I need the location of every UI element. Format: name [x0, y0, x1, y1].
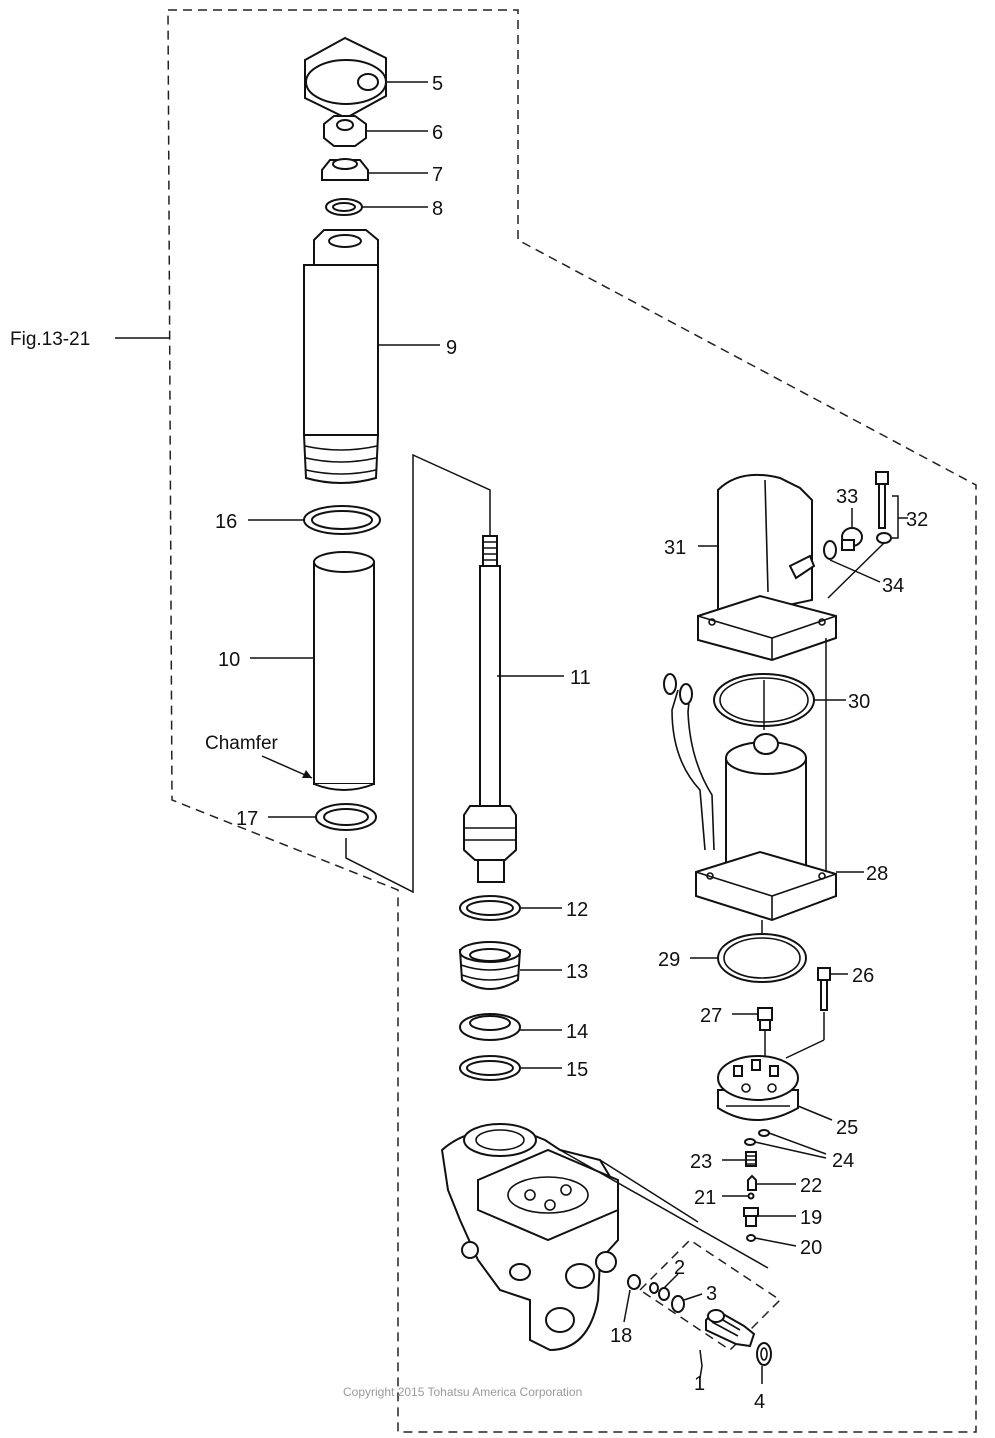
- figure-reference-label: Fig.13-21: [10, 329, 90, 350]
- manifold-body: [440, 1123, 619, 1352]
- part-1-valve-assembly: [705, 1308, 756, 1348]
- chamfer-arrow: [302, 770, 312, 778]
- callout-4: 4: [754, 1391, 765, 1413]
- chamfer-label: Chamfer: [205, 733, 279, 754]
- callout-33: 33: [836, 486, 858, 508]
- part-27-valve: [757, 1007, 773, 1031]
- part-32-bolt: [875, 471, 892, 544]
- part-26-bolt: [817, 967, 831, 1011]
- part-19-plug: [743, 1207, 759, 1227]
- callout-28: 28: [866, 863, 888, 885]
- assembly-link-line: [345, 453, 491, 894]
- part-20-o-ring: [746, 1234, 756, 1242]
- callout-7: 7: [432, 164, 443, 186]
- part-33-plug: [841, 527, 863, 551]
- part-18-washer: [627, 1274, 641, 1290]
- callout-25: 25: [836, 1117, 858, 1139]
- part-11-piston-rod: [463, 535, 517, 883]
- callout-21: 21: [694, 1187, 716, 1209]
- callout-16: 16: [215, 511, 237, 533]
- callout-30: 30: [848, 691, 870, 713]
- part-21-ball: [747, 1192, 755, 1200]
- callout-19: 19: [800, 1207, 822, 1229]
- callout-14: 14: [566, 1021, 588, 1043]
- callout-13: 13: [566, 961, 588, 983]
- part-3-o-ring: [671, 1295, 685, 1313]
- callout-5: 5: [432, 73, 443, 95]
- callout-31: 31: [664, 537, 686, 559]
- callout-6: 6: [432, 122, 443, 144]
- part-4-circlip: [756, 1342, 772, 1366]
- part-15-o-ring: [459, 1055, 521, 1081]
- part-8-o-ring: [325, 198, 363, 216]
- part-10-inner-tube: [313, 551, 375, 791]
- part-23-spring: [745, 1151, 757, 1167]
- part-5-cap: [304, 36, 387, 120]
- part-17-o-ring: [315, 803, 377, 831]
- callout-10: 10: [218, 649, 240, 671]
- part-31-motor-cover: [697, 473, 837, 662]
- callout-1: 1: [694, 1373, 705, 1395]
- callout-32: 32: [906, 509, 928, 531]
- callout-26: 26: [852, 965, 874, 987]
- part-13-piston: [458, 941, 522, 990]
- part-7-seal: [321, 158, 369, 181]
- part-9-cylinder-tube: [302, 229, 380, 484]
- callout-17: 17: [236, 808, 258, 830]
- part-16-o-ring: [303, 505, 381, 535]
- part-34-o-ring: [823, 540, 837, 560]
- callout-24: 24: [832, 1150, 854, 1172]
- callout-15: 15: [566, 1059, 588, 1081]
- assembly-boundary: [167, 9, 977, 1433]
- callout-11: 11: [570, 667, 591, 689]
- callout-18: 18: [610, 1325, 632, 1347]
- part-2-washer: [649, 1282, 670, 1301]
- part-12-o-ring: [459, 895, 521, 921]
- callout-34: 34: [882, 575, 904, 597]
- callout-22: 22: [800, 1175, 822, 1197]
- callout-3: 3: [706, 1283, 717, 1305]
- copyright-notice: Copyright 2015 Tohatsu America Corporati…: [343, 1385, 582, 1399]
- callout-9: 9: [446, 337, 457, 359]
- callout-20: 20: [800, 1237, 822, 1259]
- part-22-pin: [747, 1174, 757, 1191]
- callout-8: 8: [432, 198, 443, 220]
- part-28-motor: [663, 673, 837, 922]
- part-14-washer: [459, 1013, 521, 1041]
- part-6-nut: [323, 115, 367, 147]
- part-25-pump: [717, 1055, 799, 1121]
- callout-27: 27: [700, 1005, 722, 1027]
- part-29-o-ring: [717, 933, 807, 983]
- subassembly-boundary: [638, 1239, 782, 1351]
- callout-29: 29: [658, 949, 680, 971]
- callout-12: 12: [566, 899, 588, 921]
- callout-23: 23: [690, 1151, 712, 1173]
- callout-2: 2: [674, 1257, 685, 1279]
